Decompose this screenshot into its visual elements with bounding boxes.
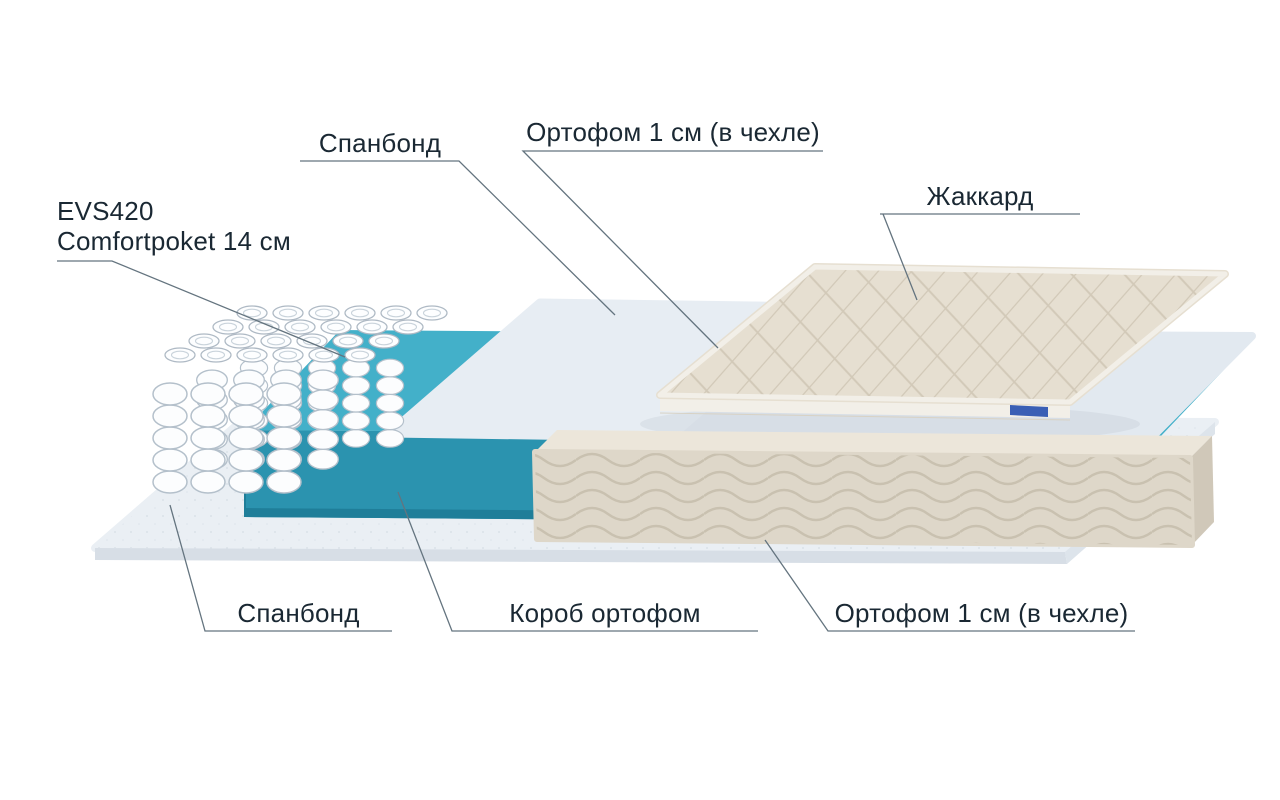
- orthofoam-cover-layer-bottom: [532, 430, 1214, 548]
- spring-coil: [228, 382, 264, 494]
- spring-coil-top: [344, 347, 376, 363]
- spring-coil-top: [272, 305, 304, 321]
- quilted-slab-tape-border: [657, 264, 1228, 405]
- wavy-slab-quilting: [535, 452, 1192, 545]
- leader-line-spunbond-bottom: [169, 504, 392, 632]
- label-korob-orthofoam: Короб ортофом: [509, 598, 701, 628]
- label-jacquard: Жаккард: [926, 181, 1034, 211]
- spring-coil-top: [308, 347, 340, 363]
- label-evs420-detail: Comfortpoket 14 см: [57, 226, 291, 256]
- jacquard-cover-layer: [656, 263, 1229, 421]
- spring-coil-top: [332, 333, 364, 349]
- leader-lines: [57, 150, 1135, 632]
- spring-coil-top: [164, 347, 196, 363]
- wavy-slab-right-face: [1190, 436, 1214, 545]
- spring-coil-top: [368, 333, 400, 349]
- spring-coil: [266, 382, 302, 494]
- leader-line-orthofoam-bottom: [764, 539, 1135, 632]
- spring-coil-top: [380, 305, 412, 321]
- spring-coil-top: [212, 319, 244, 335]
- spring-coil-top: [392, 319, 424, 335]
- leader-line-spunbond-top: [300, 160, 616, 316]
- quilted-slab-quilting: [660, 267, 1225, 402]
- leader-line-evs420: [57, 260, 346, 358]
- spring-coil: [375, 358, 405, 448]
- spring-coil-top: [416, 305, 448, 321]
- label-orthofoam-bottom: Ортофом 1 см (в чехле): [834, 598, 1129, 628]
- leader-line-orthofoam-top: [521, 150, 823, 349]
- label-evs420-model: EVS420: [57, 196, 154, 226]
- spring-coil-top: [272, 347, 304, 363]
- spring-coil-top: [260, 333, 292, 349]
- spring-coil-top: [284, 319, 316, 335]
- spring-coil-top: [236, 347, 268, 363]
- spring-coil-top: [224, 333, 256, 349]
- spring-coil-top: [296, 333, 328, 349]
- spring-coil-top: [356, 319, 388, 335]
- leader-line-korob: [397, 491, 758, 632]
- spring-coil-top: [188, 333, 220, 349]
- label-evs420: EVS420 Comfortpoket 14 см: [57, 196, 337, 256]
- spring-coil: [152, 382, 188, 494]
- quilted-slab-front-edge: [659, 412, 1071, 421]
- base-sheet-front-face: [95, 548, 1067, 564]
- spring-coil-top: [308, 305, 340, 321]
- spring-coil-top: [320, 319, 352, 335]
- spring-coil-top: [236, 305, 268, 321]
- spring-coil: [341, 358, 371, 448]
- label-spunbond-bottom: Спанбонд: [237, 598, 360, 628]
- leader-line-jacquard: [880, 213, 1080, 301]
- spring-coil-top: [200, 347, 232, 363]
- brand-tag: [1010, 405, 1048, 417]
- spring-coil-top: [248, 319, 280, 335]
- spring-coil: [307, 369, 339, 470]
- label-spunbond-top: Спанбонд: [318, 128, 442, 158]
- spring-coil-top: [344, 305, 376, 321]
- label-orthofoam-top: Ортофом 1 см (в чехле): [526, 117, 820, 147]
- spring-coil: [190, 382, 226, 494]
